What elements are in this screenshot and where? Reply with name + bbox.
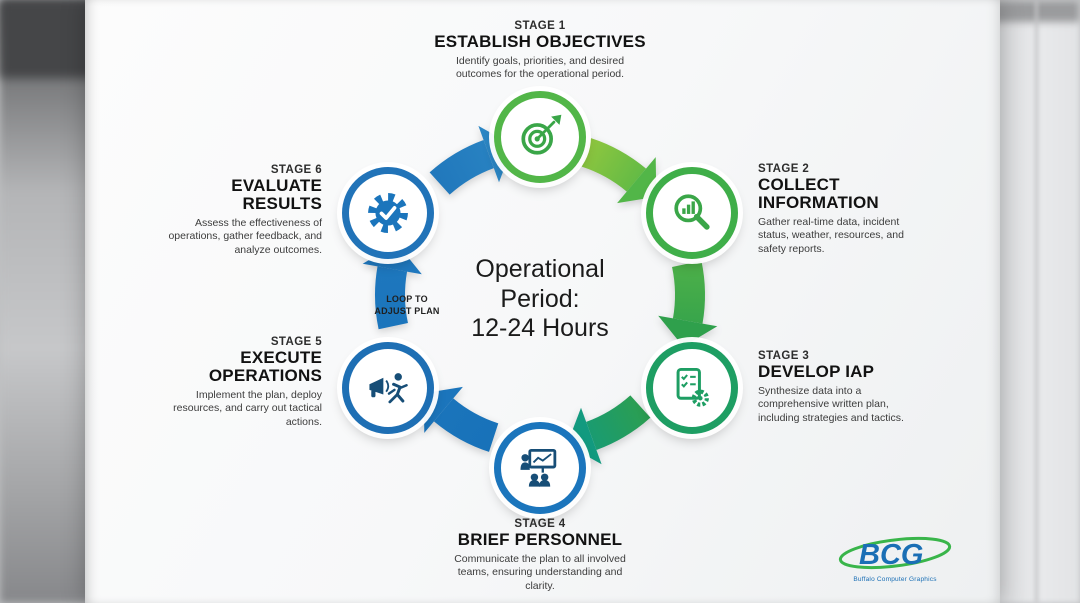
arrowhead-stage3 xyxy=(658,315,718,347)
stage-5-icon-node xyxy=(342,342,434,434)
target-arrow-icon xyxy=(521,114,562,155)
stage-4-label: STAGE 4 xyxy=(514,518,566,530)
stage-2-description: Gather real-time data, incident status, … xyxy=(758,215,904,255)
stage-3-block: STAGE 3 DEVELOP IAP Synthesize data into… xyxy=(758,350,916,426)
document-gear-icon xyxy=(676,367,709,407)
bcg-logo-text: BCG xyxy=(859,539,923,571)
stage-4-title: BRIEF PERSONNEL xyxy=(457,530,623,549)
stage-1-block: STAGE 1 ESTABLISH OBJECTIVES Identify go… xyxy=(420,20,660,82)
center-line-3: 12-24 Hours xyxy=(471,314,609,342)
stage-6-label: STAGE 6 xyxy=(270,164,322,176)
arrow-stage5-to-stage6 xyxy=(375,266,409,330)
stage-3-title: DEVELOP IAP xyxy=(758,362,875,381)
stage-6-title: EVALUATE RESULTS xyxy=(231,176,322,213)
stage-4-icon-node xyxy=(494,422,586,514)
arrow-stage4-to-stage5 xyxy=(433,398,499,452)
stage-2-title: COLLECT INFORMATION xyxy=(758,175,879,212)
stage-1-icon-node xyxy=(494,91,586,183)
loop-label-line-1: LOOP TO xyxy=(386,294,428,304)
arrow-stage6-to-stage1 xyxy=(429,139,495,195)
stage-5-label: STAGE 5 xyxy=(270,336,322,348)
stage-4-block: STAGE 4 BRIEF PERSONNEL Communicate the … xyxy=(430,518,650,594)
presentation-icon xyxy=(520,448,557,487)
stage-1-description: Identify goals, priorities, and desired … xyxy=(455,54,625,81)
arrow-stage2-to-stage3 xyxy=(671,260,705,324)
loop-to-adjust-plan-label: LOOP TO ADJUST PLAN xyxy=(368,294,446,317)
stage-1-label: STAGE 1 xyxy=(514,20,566,32)
office-ceiling-right xyxy=(985,0,1080,22)
stage-5-description: Implement the plan, deploy resources, an… xyxy=(173,388,322,428)
bcg-logo-mark: BCG xyxy=(838,536,952,571)
stage-1-title: ESTABLISH OBJECTIVES xyxy=(434,32,646,51)
stage-3-description: Synthesize data into a comprehensive wri… xyxy=(758,384,904,425)
megaphone-runner-icon xyxy=(369,373,408,404)
stage-5-block: STAGE 5 EXECUTE OPERATIONS Implement the… xyxy=(160,336,322,430)
bcg-logo-subtext: Buffalo Computer Graphics xyxy=(853,576,937,583)
bcg-logo-swoosh xyxy=(838,536,952,570)
chart-magnifier-icon xyxy=(674,194,710,230)
stage-6-description: Assess the effectiveness of operations, … xyxy=(168,216,322,256)
stage-2-label: STAGE 2 xyxy=(758,163,810,175)
stage-6-block: STAGE 6 EVALUATE RESULTS Assess the effe… xyxy=(160,164,322,258)
stage-3-label: STAGE 3 xyxy=(758,350,810,362)
center-line-2: Period: xyxy=(500,284,580,313)
loop-label-line-2: ADJUST PLAN xyxy=(374,305,440,316)
stage-2-block: STAGE 2 COLLECT INFORMATION Gather real-… xyxy=(758,163,908,257)
stage-4-description: Communicate the plan to all involved tea… xyxy=(454,552,626,593)
office-background-right xyxy=(985,0,1080,603)
stage-2-icon-node xyxy=(646,167,738,259)
arrow-stage1-to-stage2 xyxy=(581,138,647,192)
arrowhead-stage1 xyxy=(478,125,514,183)
arrowhead-stage5 xyxy=(423,386,463,433)
operational-period-text: Operational Period: 12-24 Hours xyxy=(440,255,640,344)
stage-6-icon-node xyxy=(342,167,434,259)
wall-corner-line xyxy=(1035,0,1038,603)
bcg-logo: BCG Buffalo Computer Graphics xyxy=(828,534,962,583)
stage-3-icon-node xyxy=(646,342,738,434)
arrow-stage3-to-stage4 xyxy=(585,395,651,451)
arrowhead-stage4 xyxy=(566,407,602,465)
gear-check-icon xyxy=(368,193,408,233)
arrowhead-stage2 xyxy=(617,157,657,204)
center-line-1: Operational xyxy=(475,255,605,283)
stage-5-title: EXECUTE OPERATIONS xyxy=(208,348,322,385)
